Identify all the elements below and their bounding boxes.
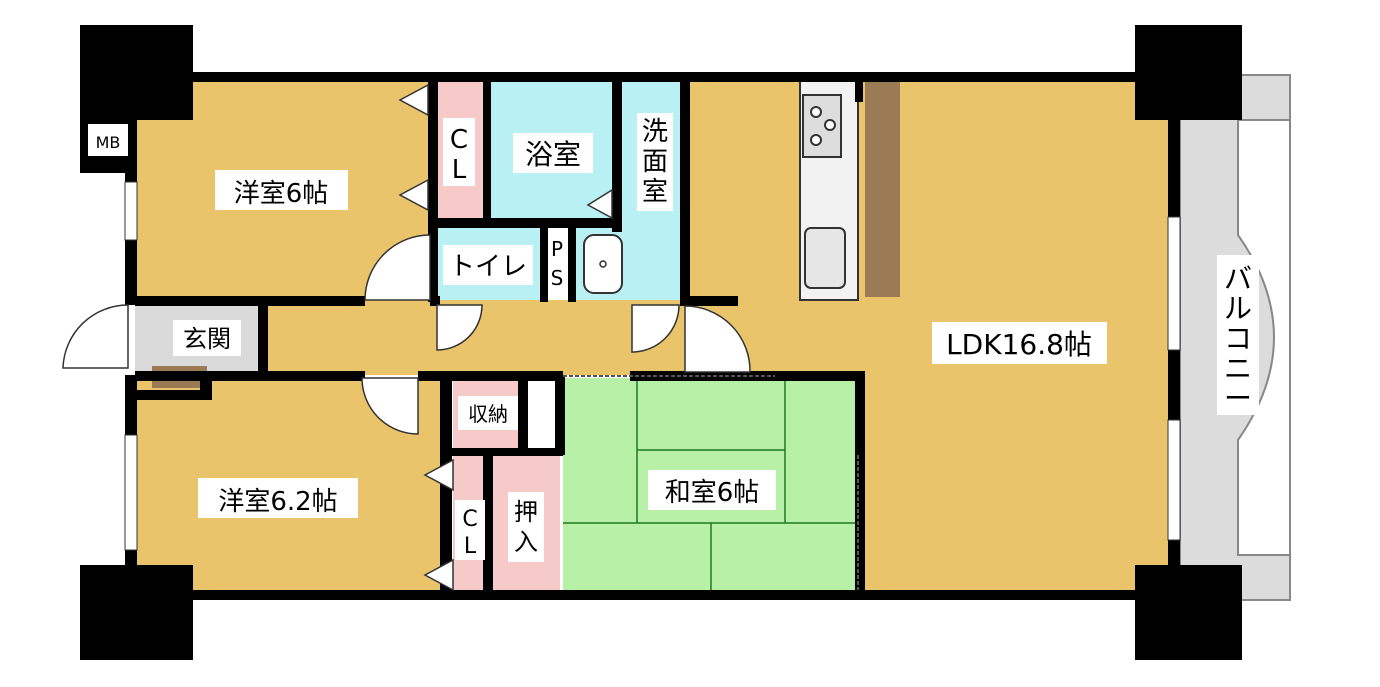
column [80,565,193,660]
door-entrance [62,304,129,369]
door-western-1 [364,234,431,301]
storage-label: 収納 [468,402,508,426]
cl2-label-c: C [462,507,477,532]
western-1-label: 洋室6帖 [234,179,329,209]
balcony-label-5: ー [1224,382,1252,415]
storage-label-box [458,396,518,430]
ps-label-s: S [551,266,564,290]
balcony-label-2: ル [1224,292,1252,325]
door-toilet [436,304,483,351]
mb-inner [88,124,128,156]
washroom-label-2: 面 [642,147,668,177]
wash-basin-icon [583,234,623,294]
mb-label: MB [96,133,121,152]
toilet-label-box [443,245,533,285]
windows [124,181,1181,551]
burner-icon [824,119,836,131]
toilet-label: トイレ [449,252,527,282]
washroom-label-box [637,113,673,211]
cl1-label-l: L [452,155,467,185]
balcony-label-box [1217,255,1259,415]
balcony-label: バ ル コ ニ ー [1224,262,1252,415]
ps-label-p: P [551,237,563,261]
oshiire-label-1: 押 [514,498,538,526]
western-2-label-box [198,478,358,518]
genkan-label-box [173,320,241,356]
ps-shaft [545,225,570,300]
ldk-label: LDK16.8帖 [946,328,1092,361]
burner-icon [810,106,822,118]
closet-door-marks [398,83,613,592]
ldk-label-box [932,322,1107,364]
column [80,25,193,120]
column [1135,25,1242,120]
bar-counter [865,82,900,297]
column [1135,565,1242,660]
cl2-label-l: L [464,534,477,559]
drain-icon [599,260,607,268]
door-ldk [684,305,751,373]
cl1-label-box [443,118,475,186]
balcony-label-3: コ [1224,322,1252,355]
oshiire-label-2: 入 [514,528,538,556]
balcony-label-4: ニ [1224,352,1252,385]
balcony-label-1: バ [1224,262,1252,295]
tatami-lines [563,378,858,595]
oshiire-label-box [508,492,544,562]
bath-label-box [513,133,593,173]
washitsu-label: 和室6帖 [665,478,760,508]
bath-label: 浴室 [525,138,581,171]
kitchen-sink-icon [804,227,846,289]
door-western-2 [361,377,419,435]
genkan-label: 玄関 [183,325,231,353]
washitsu-label-box [648,470,776,510]
cl2-label-box [455,500,485,560]
room-ldk-lower [860,370,1175,595]
burner-icon [810,134,822,146]
door-washroom [631,304,680,353]
western-1-label-box [215,170,348,210]
western-2-label: 洋室6.2帖 [218,487,337,517]
washroom-label-3: 室 [642,177,668,207]
doors [62,234,751,435]
washroom-label-1: 洗 [642,117,668,147]
cl1-label-c: C [450,125,468,155]
